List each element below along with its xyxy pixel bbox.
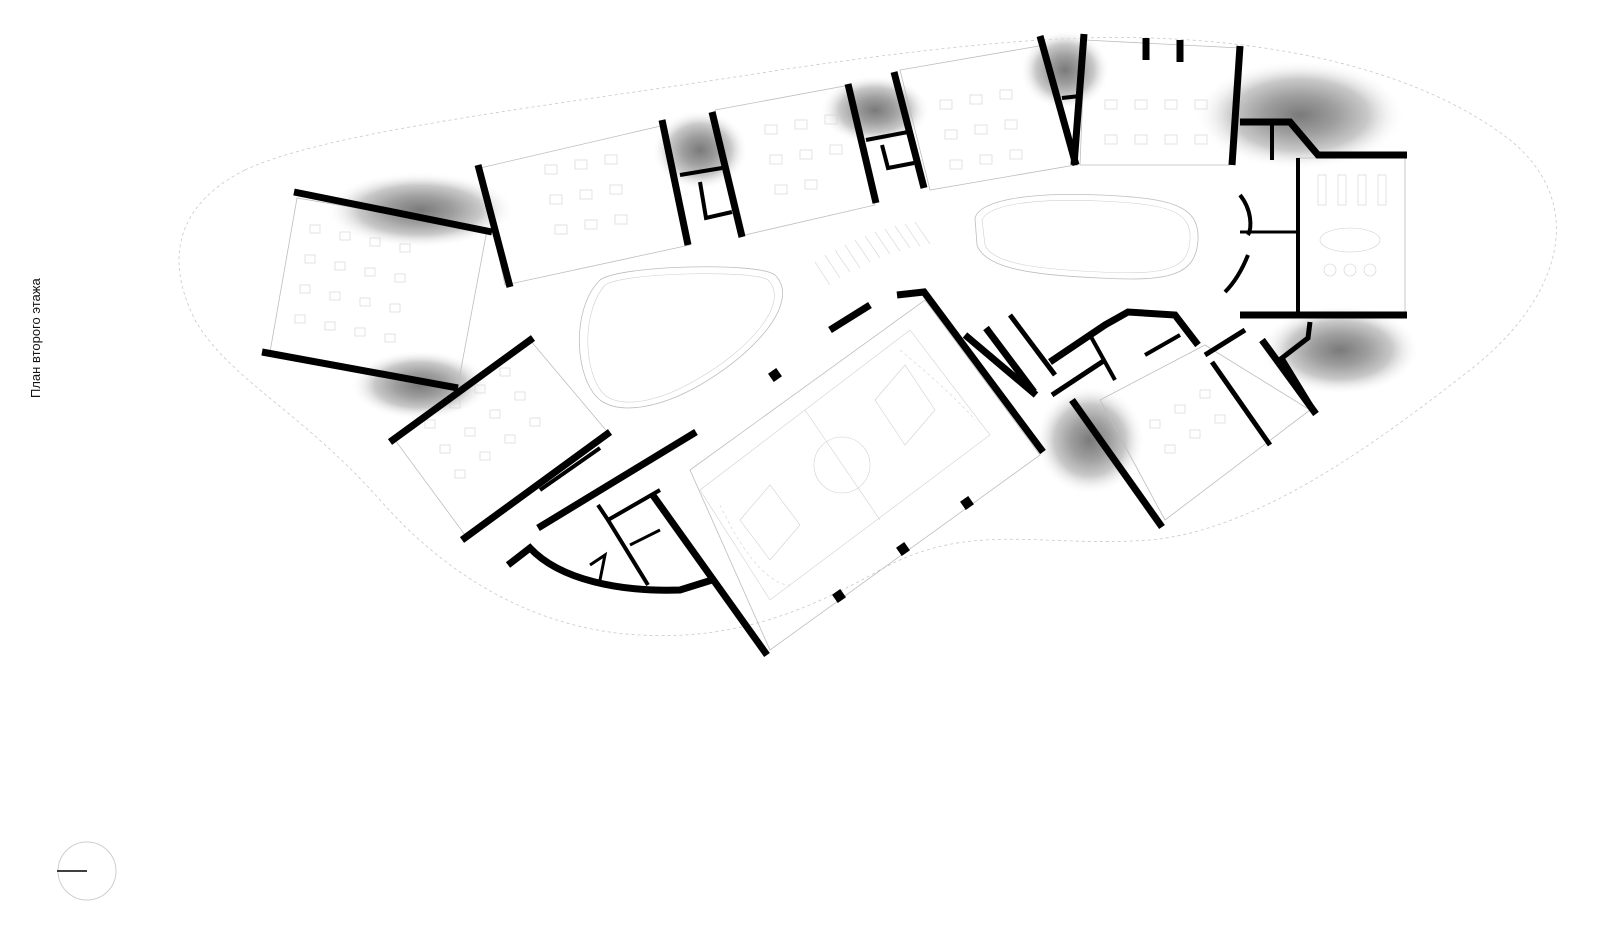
stairs <box>814 221 931 286</box>
columns <box>768 368 974 603</box>
north-arrow-icon <box>57 841 117 901</box>
walls <box>261 33 1407 658</box>
furniture <box>294 89 1387 479</box>
site-boundary <box>178 37 1557 636</box>
basketball-court <box>699 329 991 601</box>
